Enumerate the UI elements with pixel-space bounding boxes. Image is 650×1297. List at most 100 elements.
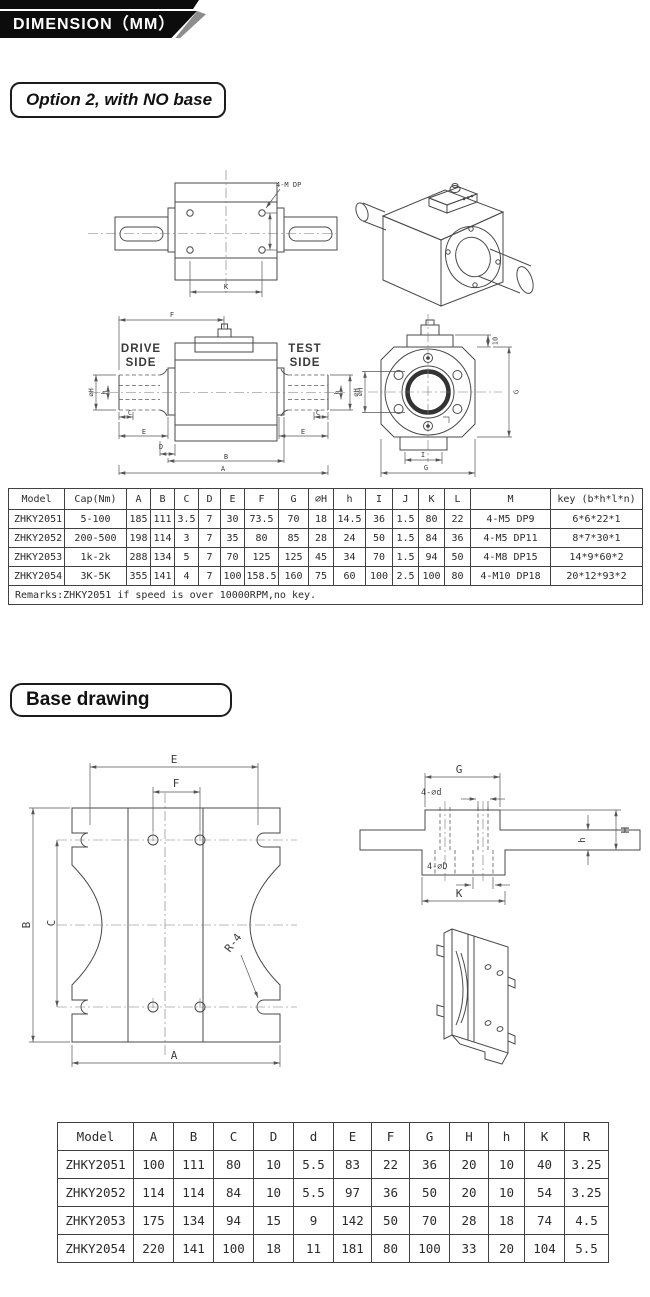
value-cell: 111 bbox=[150, 509, 175, 529]
value-cell: 15 bbox=[253, 1206, 294, 1235]
column-header: F bbox=[371, 1122, 410, 1151]
value-cell: 10 bbox=[253, 1150, 294, 1179]
column-header: A bbox=[133, 1122, 174, 1151]
value-cell: 36 bbox=[371, 1178, 410, 1207]
column-header: F bbox=[244, 488, 279, 510]
front-view-body bbox=[118, 323, 329, 442]
value-cell: 7 bbox=[198, 547, 221, 567]
model-cell: ZHKY2054 bbox=[57, 1234, 134, 1263]
top-view-drawing: 4-M DP K bbox=[88, 170, 338, 297]
table-remarks: Remarks:ZHKY2051 if speed is over 10000R… bbox=[8, 585, 643, 605]
drive-side-label-1: DRIVE bbox=[121, 343, 161, 355]
column-header: G bbox=[278, 488, 309, 510]
value-cell: 40 bbox=[524, 1150, 565, 1179]
value-cell: 45 bbox=[308, 547, 334, 567]
value-cell: 30 bbox=[220, 509, 245, 529]
model-cell: ZHKY2054 bbox=[8, 566, 65, 586]
value-cell: 20*12*93*2 bbox=[550, 566, 643, 586]
top-view-annotation: 4-M DP bbox=[276, 181, 301, 189]
value-cell: 34 bbox=[333, 547, 366, 567]
value-cell: 18 bbox=[253, 1234, 294, 1263]
base-plan-drawing: E F B C A R-4 bbox=[20, 753, 297, 1067]
value-cell: 3K-5K bbox=[64, 566, 127, 586]
value-cell: 4 bbox=[174, 566, 199, 586]
value-cell: 33 bbox=[449, 1234, 489, 1263]
base-iso-drawing bbox=[436, 928, 516, 1065]
base-holes bbox=[147, 834, 206, 1013]
value-cell: 97 bbox=[333, 1178, 372, 1207]
column-header: K bbox=[418, 488, 445, 510]
base-drawing-label: Base drawing bbox=[10, 683, 232, 717]
value-cell: 2.5 bbox=[392, 566, 419, 586]
value-cell: 50 bbox=[409, 1178, 450, 1207]
dim-label-e-right: E bbox=[301, 428, 305, 436]
value-cell: 100 bbox=[418, 566, 445, 586]
dim-label-sect-g: G bbox=[456, 763, 463, 776]
value-cell: 20 bbox=[449, 1178, 489, 1207]
column-header: D bbox=[198, 488, 221, 510]
value-cell: 3.25 bbox=[564, 1150, 609, 1179]
value-cell: 288 bbox=[126, 547, 151, 567]
column-header: key (b*h*l*n) bbox=[550, 488, 643, 510]
column-header: K bbox=[524, 1122, 565, 1151]
drive-side-label-2: SIDE bbox=[126, 357, 157, 369]
dim-label-c-right: C bbox=[316, 409, 320, 417]
value-cell: 7 bbox=[198, 528, 221, 548]
value-cell: 1k-2k bbox=[64, 547, 127, 567]
base-iso-body bbox=[436, 928, 516, 1065]
value-cell: 125 bbox=[278, 547, 309, 567]
value-cell: 85 bbox=[278, 528, 309, 548]
value-cell: 80 bbox=[444, 566, 471, 586]
value-cell: 18 bbox=[308, 509, 334, 529]
value-cell: 50 bbox=[365, 528, 393, 548]
bolt-holes bbox=[393, 353, 463, 431]
value-cell: 100 bbox=[409, 1234, 450, 1263]
dim-label-4d: 4-⌀d bbox=[421, 788, 441, 798]
value-cell: 6*6*22*1 bbox=[550, 509, 643, 529]
value-cell: 36 bbox=[409, 1150, 450, 1179]
dim-label-h-right: h bbox=[334, 390, 342, 394]
value-cell: 114 bbox=[150, 528, 175, 548]
dim-label-sect-k: K bbox=[456, 887, 463, 900]
value-cell: 3 bbox=[174, 528, 199, 548]
column-header: R bbox=[564, 1122, 609, 1151]
value-cell: 114 bbox=[173, 1178, 214, 1207]
column-header: L bbox=[444, 488, 471, 510]
value-cell: 28 bbox=[308, 528, 334, 548]
value-cell: 1.5 bbox=[392, 528, 419, 548]
value-cell: 70 bbox=[278, 509, 309, 529]
dim-label-phi-h-right: ⌀H bbox=[353, 388, 361, 396]
value-cell: 355 bbox=[126, 566, 151, 586]
value-cell: 8*7*30*1 bbox=[550, 528, 643, 548]
value-cell: 74 bbox=[524, 1206, 565, 1235]
value-cell: 141 bbox=[150, 566, 175, 586]
dim-label-base-b: B bbox=[20, 921, 33, 928]
value-cell: 141 bbox=[173, 1234, 214, 1263]
dim-label-i: I bbox=[421, 451, 425, 459]
column-header: E bbox=[220, 488, 245, 510]
value-cell: 83 bbox=[333, 1150, 372, 1179]
value-cell: 104 bbox=[524, 1234, 565, 1263]
dim-label-a: A bbox=[221, 465, 226, 473]
model-cell: ZHKY2052 bbox=[57, 1178, 134, 1207]
value-cell: 35 bbox=[220, 528, 245, 548]
column-header: d bbox=[293, 1122, 334, 1151]
dim-label-e-left: E bbox=[142, 428, 146, 436]
value-cell: 70 bbox=[409, 1206, 450, 1235]
dim-label-base-f: F bbox=[173, 777, 180, 790]
model-cell: ZHKY2053 bbox=[57, 1206, 134, 1235]
base-section-outline bbox=[359, 809, 641, 876]
dim-label-4D: 4-⌀D bbox=[427, 862, 447, 872]
value-cell: 5.5 bbox=[293, 1178, 334, 1207]
value-cell: 73.5 bbox=[244, 509, 279, 529]
value-cell: 200-500 bbox=[64, 528, 127, 548]
value-cell: 4-M5 DP11 bbox=[470, 528, 551, 548]
column-header: C bbox=[213, 1122, 254, 1151]
model-cell: ZHKY2053 bbox=[8, 547, 65, 567]
